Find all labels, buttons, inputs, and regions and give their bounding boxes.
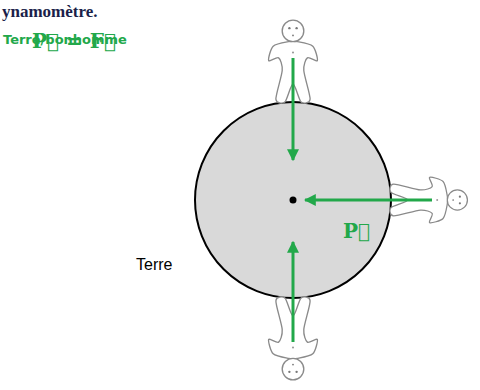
figure-face [288, 371, 290, 373]
figure-face [452, 199, 454, 201]
figure-button [292, 346, 294, 348]
vector-subscript: Terre/bonhomme [3, 33, 480, 48]
figures [269, 20, 468, 380]
figure-head [282, 358, 304, 380]
figure-face [459, 202, 461, 204]
figure-head [282, 20, 304, 42]
figure-face [288, 27, 290, 29]
figure-face [295, 371, 297, 373]
figure-button [436, 199, 438, 201]
figure-face [459, 196, 461, 198]
figure-face [292, 34, 294, 36]
figure-head [447, 190, 467, 210]
earth-label: Terre [136, 256, 172, 274]
figure-face [292, 364, 294, 366]
weight-arrow [305, 199, 432, 202]
weight-arrow [292, 58, 295, 160]
figure-face [295, 27, 297, 29]
earth-center [290, 197, 297, 204]
page-heading: ynamomètre. [2, 2, 98, 22]
vector-label: P⃗ [343, 220, 370, 243]
weight-arrow [292, 242, 295, 342]
figure-button [292, 51, 294, 53]
